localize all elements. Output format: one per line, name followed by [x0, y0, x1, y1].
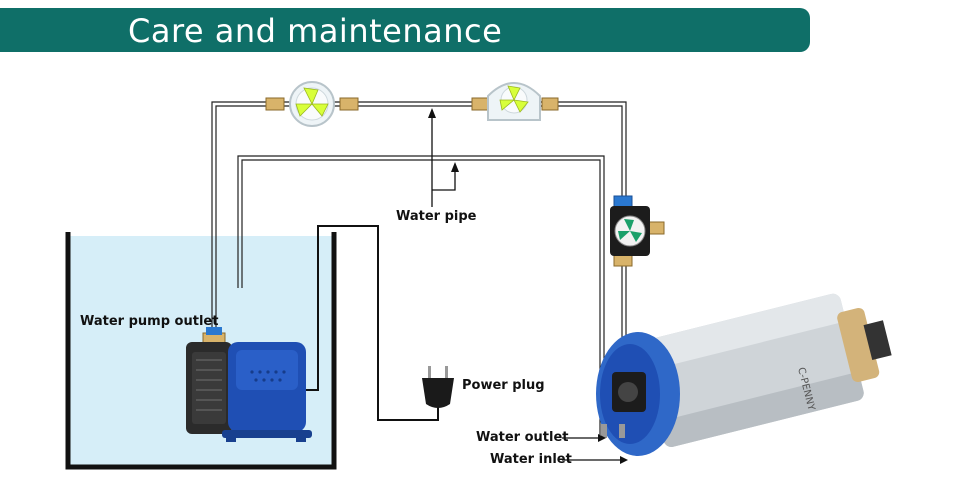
- flow-indicator-icon: [499, 85, 529, 113]
- flow-meter-2: [471, 82, 559, 121]
- water-pump: [186, 327, 312, 442]
- power-plug-label: Power plug: [462, 378, 545, 393]
- water-pipe-pointer: [428, 108, 459, 207]
- water-pump-outlet-label: Water pump outlet: [80, 314, 219, 329]
- water-pipe-label: Water pipe: [396, 209, 477, 224]
- water-inlet-label: Water inlet: [490, 452, 572, 467]
- flow-sensor: [610, 195, 665, 267]
- power-plug-icon: [422, 366, 454, 408]
- flow-meter-1: [265, 81, 359, 127]
- title-banner: Care and maintenance: [0, 8, 810, 52]
- water-outlet-label: Water outlet: [476, 430, 569, 445]
- label-leaders: [562, 437, 620, 461]
- page-title: Care and maintenance: [128, 12, 503, 50]
- flow-indicator-icon: [618, 219, 642, 242]
- pipe-loop-inner: [237, 155, 605, 435]
- flow-indicator-icon: [295, 87, 329, 117]
- pipe-loop-outer: [211, 101, 627, 435]
- spindle-motor: C-PENNY: [596, 293, 892, 456]
- power-cord: [302, 225, 439, 421]
